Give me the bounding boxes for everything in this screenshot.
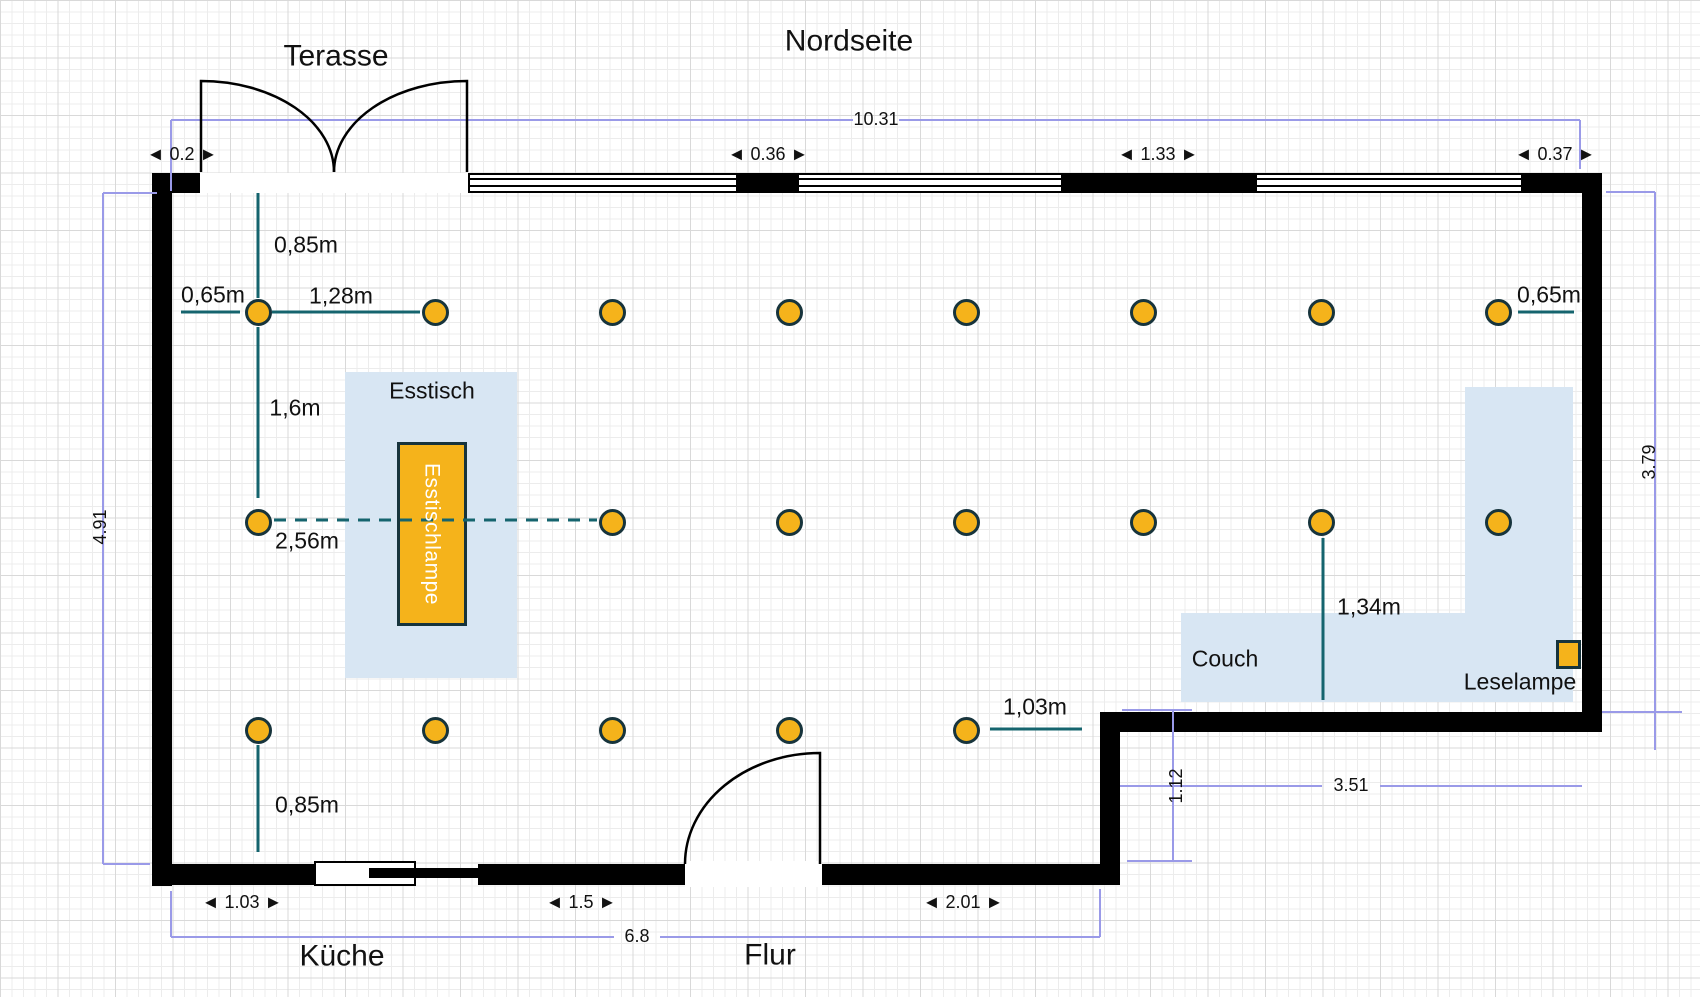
ceiling-light[interactable] <box>952 508 980 536</box>
ceiling-light[interactable] <box>421 298 449 326</box>
kitchen-sliding-door-panel[interactable] <box>369 868 478 878</box>
ceiling-light[interactable] <box>1307 508 1335 536</box>
ceiling-light[interactable] <box>244 298 272 326</box>
window-north-1[interactable] <box>468 173 738 193</box>
ceiling-light[interactable] <box>1129 508 1157 536</box>
wall-bottom-kitchen <box>152 864 314 885</box>
reading-lamp[interactable] <box>1556 640 1581 669</box>
label-seg-kitchen: ◄ 1.03 ► <box>201 892 283 913</box>
label-flur: Flur <box>744 938 796 972</box>
label-kueche: Küche <box>299 939 385 973</box>
ceiling-light[interactable] <box>598 298 626 326</box>
wall-bottom-hall <box>822 864 1120 885</box>
dim-height-left-line <box>102 192 157 865</box>
label-total-width: 10.31 <box>853 109 899 130</box>
wall-lower-right <box>1100 712 1602 732</box>
label-width-bottom: 6.8 <box>624 926 650 947</box>
terrace-door-right-leaf <box>332 79 469 173</box>
label-pier-large: ◄ 1.33 ► <box>1117 144 1199 165</box>
label-height-right: 3.79 <box>1639 444 1660 480</box>
label-terasse: Terasse <box>283 39 389 73</box>
label-height-left: 4.91 <box>90 509 111 545</box>
dimension-lines <box>102 119 1682 938</box>
dining-table-lamp[interactable] <box>397 442 467 626</box>
label-offset-left: 0,65m <box>181 281 245 308</box>
label-pier-small: ◄ 0.36 ► <box>727 144 809 165</box>
ceiling-light[interactable] <box>952 298 980 326</box>
couch-zone-vertical[interactable] <box>1465 387 1573 702</box>
window-north-2[interactable] <box>797 173 1063 193</box>
label-nordseite: Nordseite <box>784 24 914 58</box>
label-step-depth: 1.12 <box>1166 768 1187 804</box>
label-jamb-left: ◄ 0.2 ► <box>146 144 218 165</box>
label-span-dashed: 2,56m <box>275 527 339 554</box>
label-recess-width: 3.51 <box>1333 775 1369 796</box>
label-spacing-cols: 1,28m <box>309 282 373 309</box>
ceiling-light[interactable] <box>775 508 803 536</box>
label-esstischlampe: Esstischlampe <box>420 463 444 605</box>
ceiling-light[interactable] <box>775 298 803 326</box>
ceiling-light[interactable] <box>1484 508 1512 536</box>
terrace-door-left-leaf <box>199 79 336 173</box>
hall-door-opening <box>685 861 822 887</box>
wall-right <box>1582 173 1602 732</box>
ceiling-light[interactable] <box>952 716 980 744</box>
ceiling-light[interactable] <box>1307 298 1335 326</box>
label-drop-couch: 1,34m <box>1337 593 1401 620</box>
wall-top-pier-small <box>738 173 797 193</box>
ceiling-light[interactable] <box>598 508 626 536</box>
ceiling-light[interactable] <box>1129 298 1157 326</box>
wall-left <box>152 173 172 886</box>
wall-step <box>1100 712 1120 885</box>
ceiling-light[interactable] <box>775 716 803 744</box>
label-couch: Couch <box>1191 645 1259 672</box>
ceiling-light[interactable] <box>1484 298 1512 326</box>
hall-door-leaf <box>683 751 822 865</box>
ceiling-light[interactable] <box>244 508 272 536</box>
label-offset-top: 0,85m <box>274 231 338 258</box>
label-gap-rows: 1,6m <box>269 394 321 421</box>
label-esstisch: Esstisch <box>389 377 475 404</box>
window-north-3[interactable] <box>1255 173 1523 193</box>
wall-top-pier-large <box>1063 173 1255 193</box>
label-jamb-right: ◄ 0.37 ► <box>1514 144 1596 165</box>
label-seg-hall: ◄ 2.01 ► <box>922 892 1004 913</box>
label-leselampe: Leselampe <box>1463 668 1577 695</box>
label-offset-right: 0,65m <box>1517 281 1581 308</box>
ceiling-light[interactable] <box>244 716 272 744</box>
ceiling-light[interactable] <box>598 716 626 744</box>
label-seg-door: ◄ 1.5 ► <box>545 892 617 913</box>
terrace-door-opening <box>200 173 468 193</box>
label-offset-step: 1,03m <box>1003 693 1067 720</box>
label-offset-bottom: 0,85m <box>275 791 339 818</box>
wall-bottom-middle <box>478 864 685 885</box>
ceiling-light[interactable] <box>421 716 449 744</box>
